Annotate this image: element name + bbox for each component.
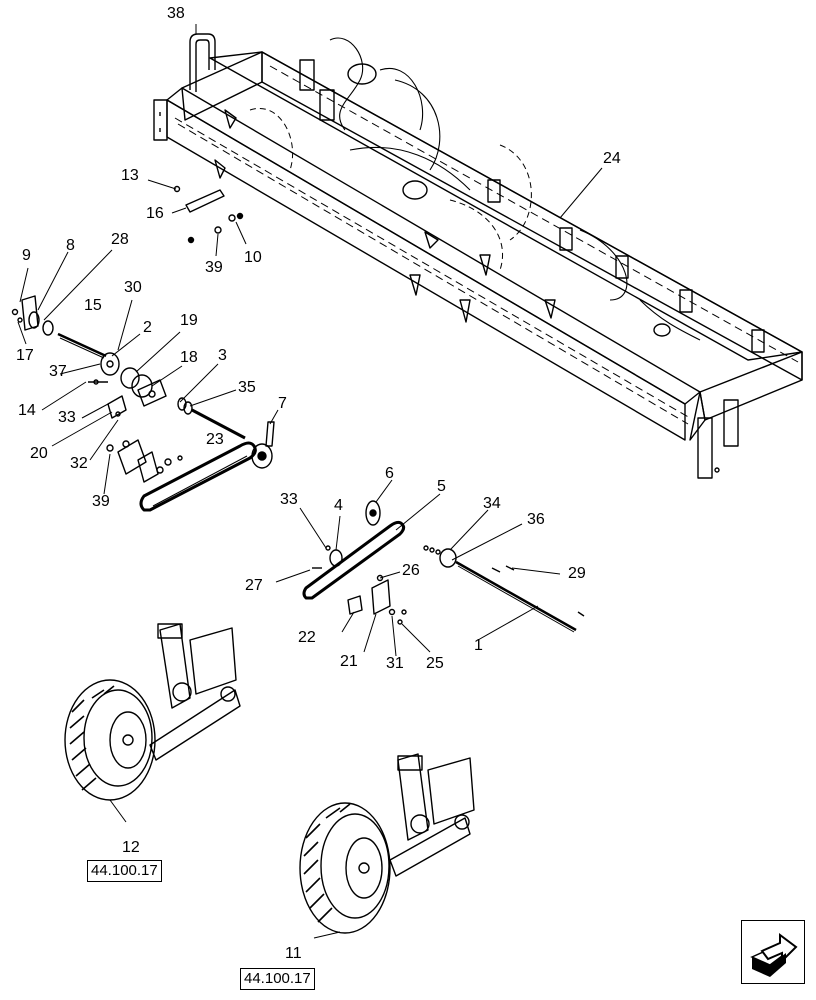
callout-22: 22 (298, 629, 316, 646)
callout-10: 10 (244, 249, 262, 266)
toolbar-frame (153, 37, 803, 479)
callout-31: 31 (386, 655, 404, 672)
callout-32: 32 (70, 455, 88, 472)
callout-7: 7 (278, 395, 287, 412)
bracket-16 (173, 185, 244, 244)
callout-18: 18 (180, 349, 198, 366)
callout-34: 34 (483, 495, 501, 512)
callout-33-left: 33 (58, 409, 76, 426)
callout-24: 24 (603, 150, 621, 167)
callout-1: 1 (474, 637, 483, 654)
right-drive-group (302, 500, 585, 633)
callout-30: 30 (124, 279, 142, 296)
reference-box-left-wheel[interactable]: 44.100.17 (87, 860, 162, 882)
reference-box-right-wheel[interactable]: 44.100.17 (240, 968, 315, 990)
callout-9: 9 (22, 247, 31, 264)
callout-25: 25 (426, 655, 444, 672)
u-bolt (189, 33, 216, 92)
callout-38: 38 (167, 5, 185, 22)
gauge-wheel-right (299, 753, 475, 934)
callout-14: 14 (18, 402, 36, 419)
callout-8: 8 (66, 237, 75, 254)
callout-23: 23 (206, 431, 224, 448)
callout-6: 6 (385, 465, 394, 482)
callout-12: 12 (122, 839, 140, 856)
callout-19: 19 (180, 312, 198, 329)
callout-3: 3 (218, 347, 227, 364)
gauge-wheel-left (64, 623, 241, 801)
next-page-button[interactable] (741, 920, 805, 984)
callout-26: 26 (402, 562, 420, 579)
callout-21: 21 (340, 653, 358, 670)
callout-39-left: 39 (92, 493, 110, 510)
callout-5: 5 (437, 478, 446, 495)
callout-39-top: 39 (205, 259, 223, 276)
callout-13: 13 (121, 167, 139, 184)
callout-11: 11 (285, 945, 302, 962)
leader-lines (17, 24, 603, 939)
callout-17: 17 (16, 347, 34, 364)
callout-27: 27 (245, 577, 263, 594)
callout-15: 15 (84, 297, 102, 314)
callout-35: 35 (238, 379, 256, 396)
callout-29: 29 (568, 565, 586, 582)
callout-16: 16 (146, 205, 164, 222)
callout-36: 36 (527, 511, 545, 528)
callout-4: 4 (334, 497, 343, 514)
callout-2: 2 (143, 319, 152, 336)
next-page-arrow-icon (750, 933, 798, 977)
callout-28: 28 (111, 231, 129, 248)
callout-33-right: 33 (280, 491, 298, 508)
callout-20: 20 (30, 445, 48, 462)
callout-37: 37 (49, 363, 67, 380)
